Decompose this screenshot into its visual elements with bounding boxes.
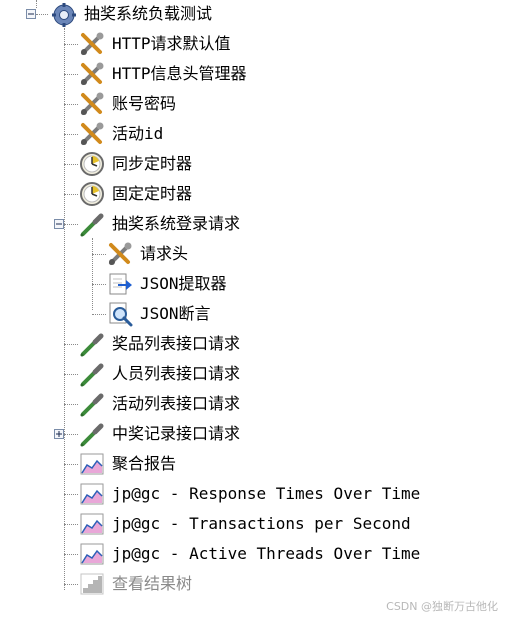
tree-node-account-password[interactable]: 账号密码 [78, 90, 176, 118]
pipette-icon [78, 330, 106, 358]
tree-node-active-threads-over-time[interactable]: jp@gc - Active Threads Over Time [78, 540, 420, 568]
extractor-arrow-icon [106, 270, 134, 298]
tree-line [92, 238, 93, 310]
graph-icon [78, 540, 106, 568]
tree-line [64, 28, 65, 590]
tree-line [64, 434, 78, 435]
tree-line [64, 554, 78, 555]
tree-node-view-results-tree[interactable]: 查看结果树 [78, 570, 192, 598]
tree-line [92, 284, 106, 285]
tree-node-label: jp@gc - Active Threads Over Time [112, 544, 421, 563]
tree-node-label: 账号密码 [112, 94, 177, 113]
timer-icon [78, 180, 106, 208]
tree-line [64, 164, 78, 165]
tree-node-label: 活动列表接口请求 [112, 394, 241, 413]
tree-line [64, 464, 78, 465]
tree-node-label: 人员列表接口请求 [112, 364, 241, 383]
pipette-icon [78, 360, 106, 388]
tree-node-label: 中奖记录接口请求 [112, 424, 241, 443]
tree-node-json-extractor[interactable]: JSON提取器 [106, 270, 227, 298]
tree-node-header-manager[interactable]: HTTP信息头管理器 [78, 60, 247, 88]
assertion-magnifier-icon [106, 300, 134, 328]
tree-node-label: 抽奖系统负载测试 [84, 4, 213, 23]
tree-line [64, 494, 78, 495]
tree-node-label: JSON断言 [140, 304, 211, 323]
expand-toggle-winner-request[interactable] [54, 429, 64, 439]
tree-node-label: 奖品列表接口请求 [112, 334, 241, 353]
tree-node-label: jp@gc - Transactions per Second [112, 514, 411, 533]
wrench-scissors-icon [78, 90, 106, 118]
tree-node-label: 查看结果树 [112, 574, 193, 593]
tree-node-test-plan[interactable]: 抽奖系统负载测试 [50, 0, 212, 28]
wrench-scissors-icon [78, 60, 106, 88]
tree-node-winner-record-request[interactable]: 中奖记录接口请求 [78, 420, 240, 448]
tree-node-label: 聚合报告 [112, 454, 177, 473]
collapse-toggle-root[interactable] [26, 9, 36, 19]
tree-line [64, 374, 78, 375]
tree-line [64, 404, 78, 405]
tree-node-label: 活动id [112, 124, 164, 143]
tree-line [64, 344, 78, 345]
tree-line [64, 134, 78, 135]
tree-node-label: jp@gc - Response Times Over Time [112, 484, 421, 503]
tree-node-activity-list-request[interactable]: 活动列表接口请求 [78, 390, 240, 418]
tree-node-http-defaults[interactable]: HTTP请求默认值 [78, 30, 231, 58]
tree-node-user-list-request[interactable]: 人员列表接口请求 [78, 360, 240, 388]
tree-node-sync-timer[interactable]: 同步定时器 [78, 150, 192, 178]
tree-line [36, 0, 37, 8]
tree-line [64, 104, 78, 105]
tree-line [64, 584, 78, 585]
tree-node-request-header[interactable]: 请求头 [106, 240, 188, 268]
tree-node-label: 同步定时器 [112, 154, 193, 173]
pipette-icon [78, 210, 106, 238]
tree-line [64, 524, 78, 525]
tree-line [92, 254, 106, 255]
tree-line [36, 14, 48, 15]
tree-node-fixed-timer[interactable]: 固定定时器 [78, 180, 192, 208]
tree-node-transactions-per-second[interactable]: jp@gc - Transactions per Second [78, 510, 411, 538]
pipette-icon [78, 390, 106, 418]
tree-node-json-assertion[interactable]: JSON断言 [106, 300, 211, 328]
graph-icon [78, 510, 106, 538]
tree-node-prize-list-request[interactable]: 奖品列表接口请求 [78, 330, 240, 358]
pipette-icon [78, 420, 106, 448]
wrench-scissors-icon [78, 120, 106, 148]
tree-node-label: 固定定时器 [112, 184, 193, 203]
tree-node-login-request[interactable]: 抽奖系统登录请求 [78, 210, 240, 238]
tree-node-label: HTTP信息头管理器 [112, 64, 247, 83]
tree-node-activity-id[interactable]: 活动id [78, 120, 163, 148]
watermark: CSDN @独断万古他化 [386, 600, 498, 613]
tree-node-label: JSON提取器 [140, 274, 227, 293]
tree-node-aggregate-report[interactable]: 聚合报告 [78, 450, 176, 478]
tree-node-label: 请求头 [140, 244, 189, 263]
wrench-scissors-icon [78, 30, 106, 58]
gear-icon [50, 0, 78, 28]
tree-line [64, 74, 78, 75]
wrench-scissors-icon [106, 240, 134, 268]
tree-line [64, 224, 78, 225]
tree-node-label: 抽奖系统登录请求 [112, 214, 241, 233]
graph-icon [78, 450, 106, 478]
graph-icon [78, 480, 106, 508]
tree-line [92, 314, 106, 315]
tree-line [64, 44, 78, 45]
collapse-toggle-login-request[interactable] [54, 219, 64, 229]
result-tree-icon [78, 570, 106, 598]
tree-node-label: HTTP请求默认值 [112, 34, 231, 53]
timer-icon [78, 150, 106, 178]
tree-node-response-times-over-time[interactable]: jp@gc - Response Times Over Time [78, 480, 420, 508]
tree-line [64, 194, 78, 195]
